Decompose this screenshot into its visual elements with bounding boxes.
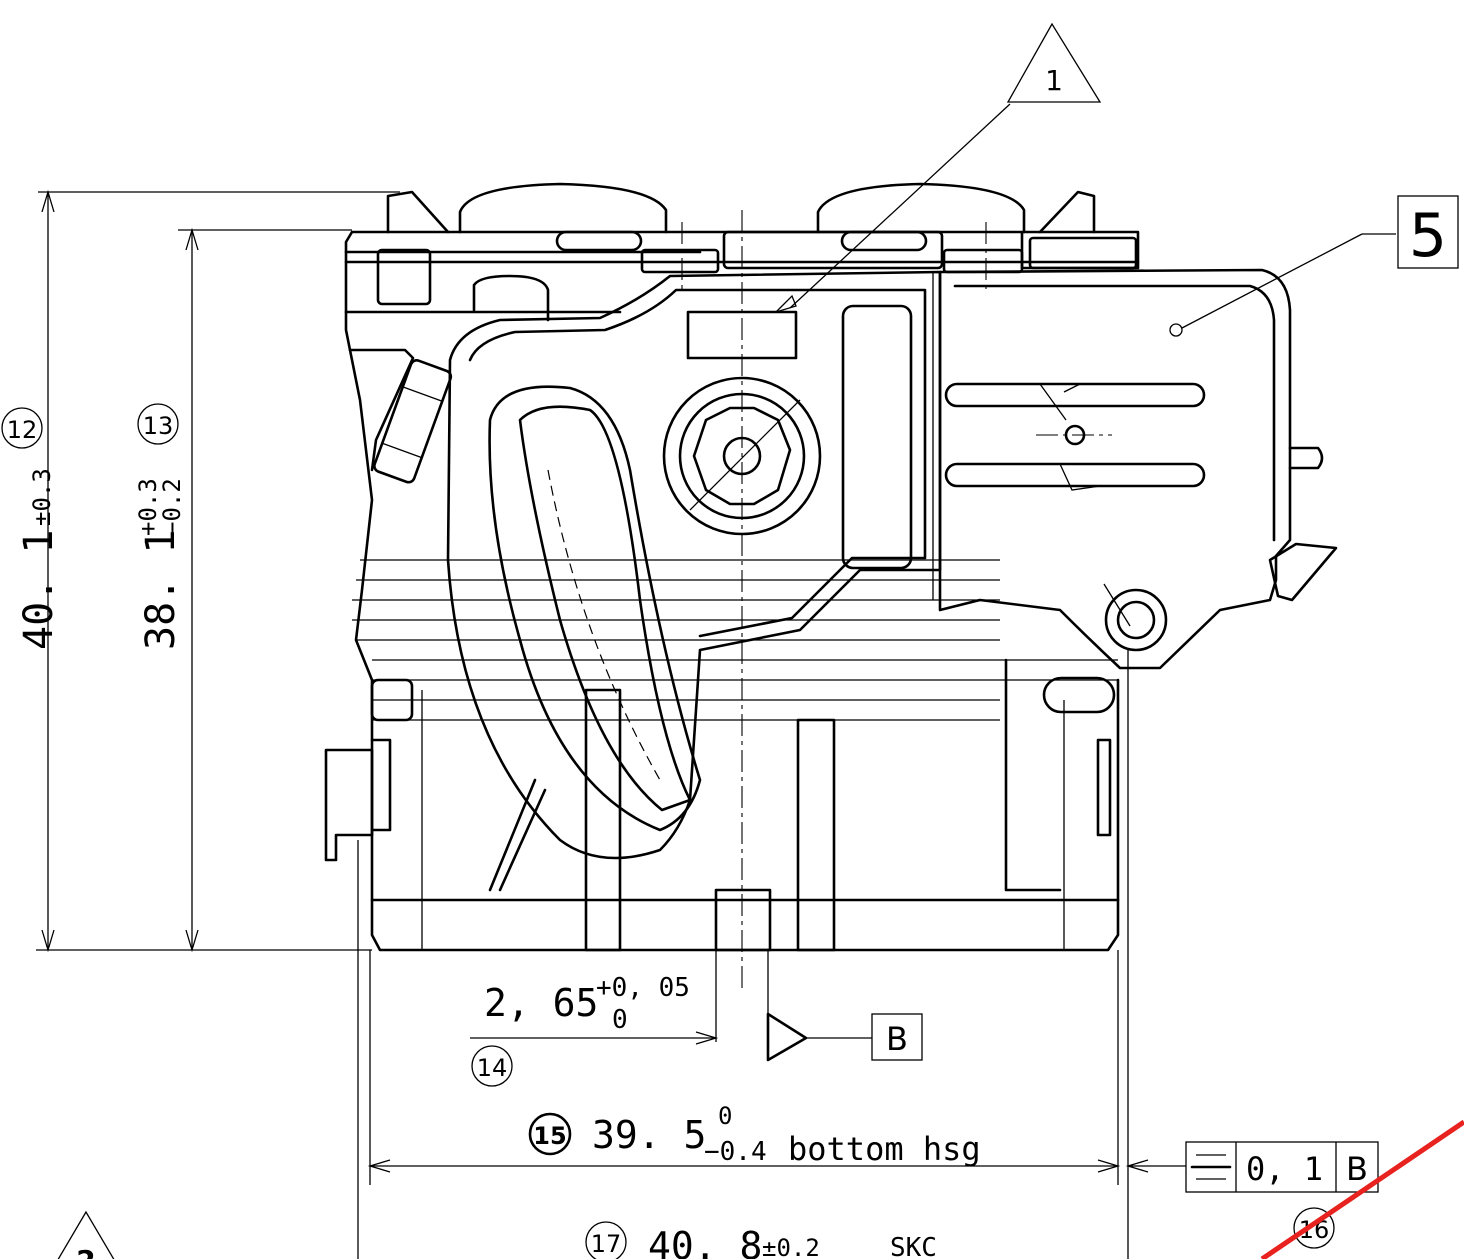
dim-17-tolerance: ±0.2 (762, 1234, 820, 1259)
dim-13-tol-upper: +0.3 (134, 478, 162, 536)
revision-triangle-2: 2 (57, 1210, 115, 1259)
feature-control-frame: 0, 1 B (1185, 1141, 1379, 1193)
balloon-17-label: 17 (591, 1230, 622, 1258)
dim-17-note: SKC (890, 1233, 937, 1259)
dim-15-tol-upper: 0 (718, 1102, 732, 1130)
balloon-12-label: 12 (7, 416, 38, 444)
dimension-13-text: 38. 1 +0.3 −0.2 (134, 478, 186, 650)
dimension-lines (36, 103, 1396, 1259)
dim-14-tol-lower: 0 (612, 1005, 628, 1035)
datum-b-box: B (871, 1013, 923, 1061)
dim-15-value: 39. 5 (592, 1113, 706, 1157)
item-box-5-label: 5 (1409, 201, 1447, 271)
dim-14-value: 2, 65 (484, 981, 598, 1025)
red-markup-line (1260, 1119, 1464, 1259)
balloon-13-label: 13 (143, 412, 174, 440)
fcf-tolerance: 0, 1 (1246, 1150, 1323, 1188)
dimension-12-text: 40. 1 ±0.3 (16, 468, 62, 650)
dimension-17-text: 40. 8 ±0.2 SKC (648, 1224, 937, 1259)
balloon-14-label: 14 (477, 1054, 508, 1082)
dim-12-tolerance: ±0.3 (28, 468, 56, 526)
dim-12-value: 40. 1 (16, 530, 62, 650)
balloon-13: 13 (137, 403, 179, 445)
balloon-14: 14 (471, 1045, 513, 1087)
actuator-lever (446, 268, 1338, 860)
revision-triangle-1-label: 1 (1045, 64, 1063, 97)
dim-15-tol-lower: −0.4 (704, 1137, 767, 1167)
datum-b-label: B (886, 1020, 908, 1058)
revision-triangle-1: 1 (1006, 22, 1102, 103)
symmetry-icon (1190, 1154, 1232, 1180)
dimension-14-text: 2, 65 +0, 05 0 (484, 973, 690, 1035)
housing-outline (324, 182, 1140, 952)
dim-14-tol-upper: +0, 05 (596, 973, 690, 1003)
dimension-15-text: 39. 5 0 −0.4 bottom hsg (592, 1102, 981, 1168)
item-box-5: 5 (1397, 195, 1459, 271)
center-lines (547, 210, 1112, 990)
dim-17-value: 40. 8 (648, 1224, 762, 1259)
dim-13-value: 38. 1 (138, 530, 184, 650)
balloon-15: 15 (528, 1112, 572, 1156)
fcf-datum: B (1346, 1150, 1368, 1188)
revision-triangle-2-label: 2 (76, 1244, 95, 1259)
dim-13-tol-lower: −0.2 (158, 478, 186, 536)
balloon-17: 17 (585, 1221, 627, 1259)
balloon-15-label: 15 (533, 1122, 566, 1150)
balloon-12: 12 (1, 407, 43, 449)
dim-15-note: bottom hsg (788, 1130, 981, 1168)
